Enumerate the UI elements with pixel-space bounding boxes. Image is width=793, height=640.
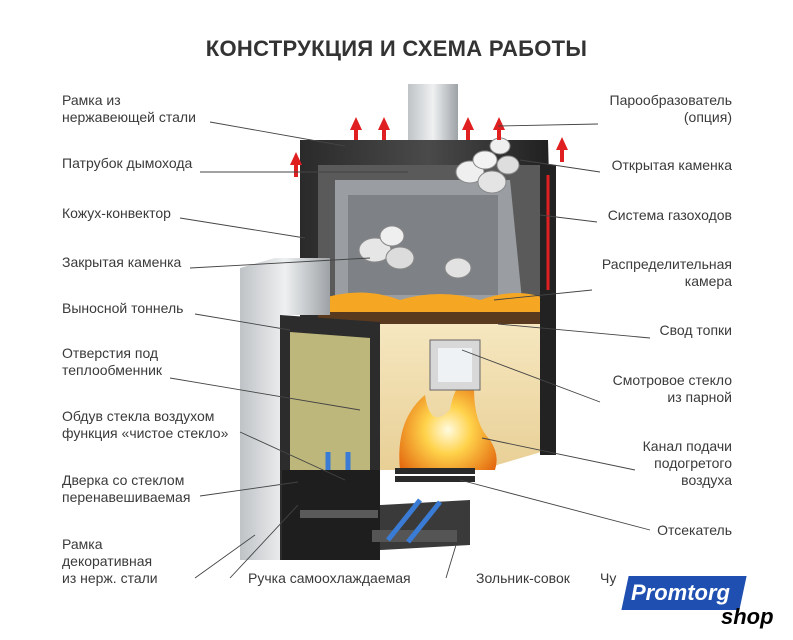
cold-air-arrows — [325, 452, 442, 544]
label-cutter: Отсекатель — [657, 522, 732, 538]
label-closed-heater: Закрытая каменка — [62, 254, 182, 270]
ashpan — [380, 500, 470, 550]
label-tunnel: Выносной тоннель — [62, 300, 184, 316]
label-gas-ducts: Система газоходов — [607, 207, 732, 223]
label-convector: Кожух-конвектор — [62, 205, 171, 221]
logo-sub-text: shop — [721, 604, 774, 629]
door-handle-bar — [300, 510, 378, 518]
hot-air-arrows — [290, 117, 568, 177]
label-ashpan: Зольник-совок — [476, 570, 570, 586]
vault-flame — [318, 292, 548, 312]
stones — [358, 137, 520, 279]
label-open-heater: Открытая каменка — [611, 157, 732, 173]
leader-lines — [169, 121, 651, 579]
page-title: КОНСТРУКЦИЯ И СХЕМА РАБОТЫ — [205, 36, 588, 61]
logo-main-text: Promtorg — [631, 580, 730, 605]
label-chimney-pipe: Патрубок дымохода — [62, 155, 193, 171]
main-flame — [399, 370, 497, 470]
steel-frame — [240, 258, 330, 560]
promtorg-logo: Promtorg shop — [621, 576, 785, 632]
grate — [395, 468, 475, 482]
label-firebox-vault: Свод топки — [659, 322, 733, 338]
label-cut-text: Чу — [600, 570, 617, 586]
right-wall — [540, 165, 556, 455]
label-steam-gen: Парообразователь(опция) — [609, 92, 733, 125]
door-glass — [290, 332, 370, 470]
label-handle: Ручка самоохлаждаемая — [248, 570, 411, 586]
